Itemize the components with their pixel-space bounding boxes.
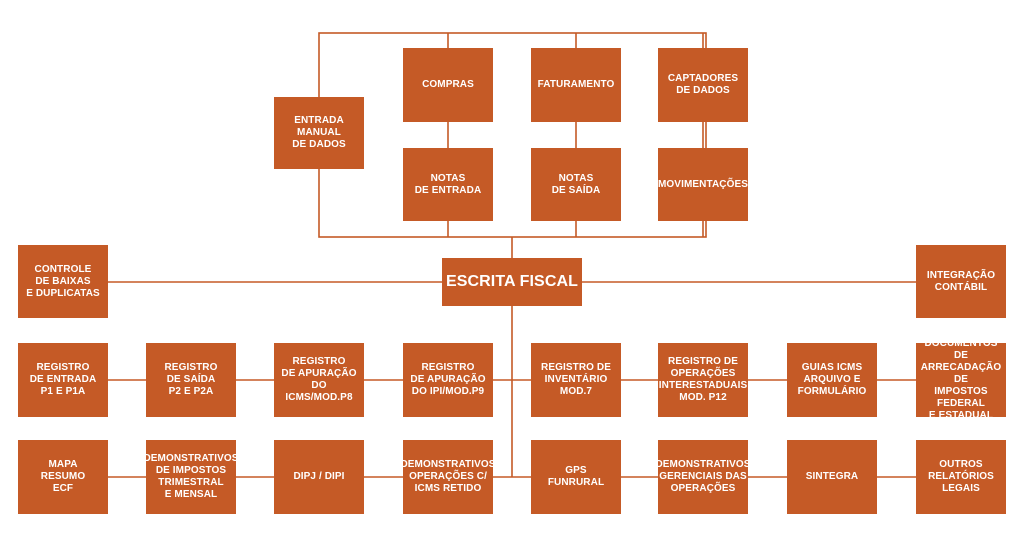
controle-baixas-box: CONTROLE DE BAIXAS E DUPLICATAS: [18, 245, 108, 318]
output-r2-6: DEMONSTRATIVOS GERENCIAIS DAS OPERAÇÕES: [655, 440, 750, 514]
captadores-box: CAPTADORES DE DADOS: [658, 48, 748, 122]
output-r1-7: GUIAS ICMS ARQUIVO E FORMULÁRIO: [787, 343, 877, 417]
output-r1-1: REGISTRO DE ENTRADA P1 E P1A: [18, 343, 108, 417]
output-r1-2: REGISTRO DE SAÍDA P2 E P2A: [146, 343, 236, 417]
output-r2-3: DIPJ / DIPI: [274, 440, 364, 514]
output-r2-7: SINTEGRA: [787, 440, 877, 514]
output-r2-5: GPS FUNRURAL: [531, 440, 621, 514]
notas-saida-box: NOTAS DE SAÍDA: [531, 148, 621, 221]
escrita-fiscal-box: ESCRITA FISCAL: [442, 258, 582, 306]
output-r2-1: MAPA RESUMO ECF: [18, 440, 108, 514]
output-r1-4: REGISTRO DE APURAÇÃO DO IPI/MOD.P9: [403, 343, 493, 417]
entrada-manual-box: ENTRADA MANUAL DE DADOS: [274, 97, 364, 169]
movimentacoes-box: MOVIMENTAÇÕES: [658, 148, 748, 221]
notas-entrada-box: NOTAS DE ENTRADA: [403, 148, 493, 221]
integracao-contabil-box: INTEGRAÇÃO CONTÁBIL: [916, 245, 1006, 318]
output-r1-3: REGISTRO DE APURAÇÃO DO ICMS/MOD.P8: [274, 343, 364, 417]
input-loop-line: [318, 32, 707, 238]
compras-box: COMPRAS: [403, 48, 493, 122]
output-r1-5: REGISTRO DE INVENTÁRIO MOD.7: [531, 343, 621, 417]
output-r2-4: DEMONSTRATIVOS OPERAÇÕES C/ ICMS RETIDO: [400, 440, 495, 514]
output-r2-8: OUTROS RELATÓRIOS LEGAIS: [916, 440, 1006, 514]
output-r2-2: DEMONSTRATIVOS DE IMPOSTOS TRIMESTRAL E …: [143, 440, 238, 514]
output-r1-6: REGISTRO DE OPERAÇÕES INTERESTADUAIS MOD…: [658, 343, 748, 417]
faturamento-box: FATURAMENTO: [531, 48, 621, 122]
output-r1-8: DOCUMENTOS DE ARRECADAÇÃO DE IMPOSTOS FE…: [916, 338, 1006, 421]
